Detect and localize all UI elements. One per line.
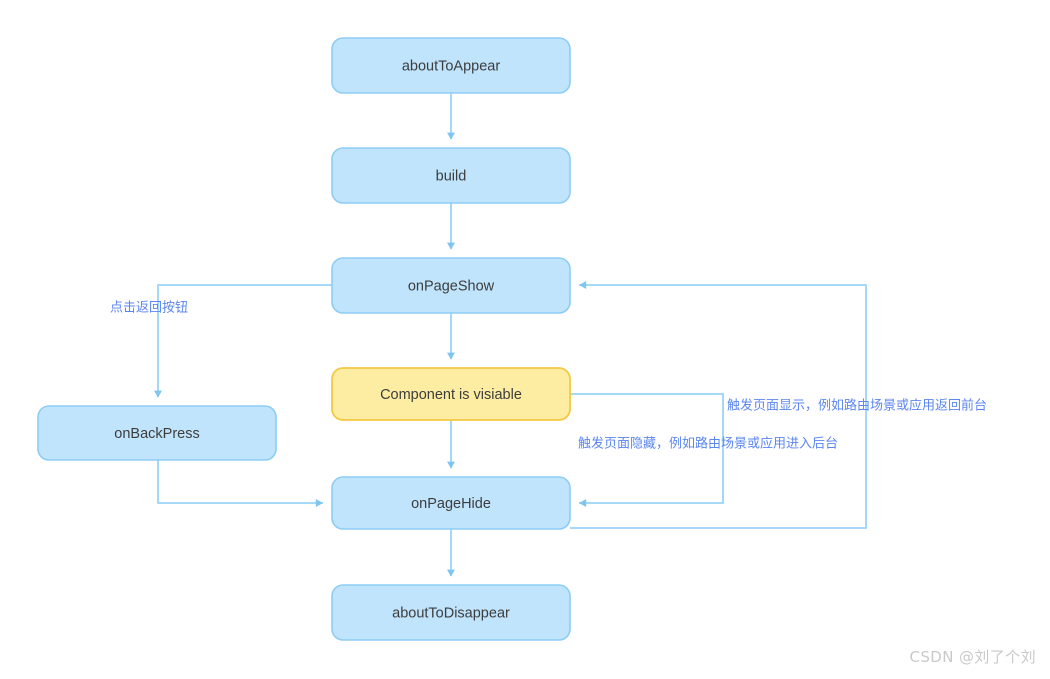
node-on-page-hide[interactable]: onPageHide (331, 476, 571, 530)
node-on-back-press[interactable]: onBackPress (37, 405, 277, 461)
node-on-back-press-box[interactable] (37, 405, 277, 461)
watermark: CSDN @刘了个刘 (909, 648, 1036, 666)
node-build-label: build (436, 168, 467, 184)
node-component-visible[interactable]: Component is visiable (331, 367, 571, 421)
edge-label-back-button: 点击返回按钮 (110, 301, 188, 316)
node-on-page-show[interactable]: onPageShow (331, 257, 571, 314)
node-about-to-disappear[interactable]: aboutToDisappear (331, 584, 571, 641)
node-on-page-hide-label: onPageHide (411, 496, 491, 512)
nodes-layer: aboutToAppear build onPageShow Component… (37, 37, 571, 641)
node-on-page-show-label: onPageShow (408, 278, 495, 294)
edge-on-back-press-to-on-page-hide (157, 460, 323, 508)
node-about-to-disappear-label: aboutToDisappear (392, 605, 510, 621)
node-about-to-disappear-box[interactable] (331, 584, 571, 641)
node-about-to-appear-box[interactable] (331, 37, 571, 94)
edge-labels-layer: 点击返回按钮 触发页面显示，例如路由场景或应用返回前台 触发页面隐藏，例如路由场… (110, 301, 987, 452)
edge-on-page-show-to-on-back-press (154, 284, 332, 398)
node-on-page-hide-box[interactable] (331, 476, 571, 530)
edge-component-visible-to-on-page-hide-loop (570, 393, 724, 508)
edge-on-page-hide-to-on-page-show-loop (570, 281, 867, 529)
node-on-page-show-box[interactable] (331, 257, 571, 314)
edge-label-page-hide: 触发页面隐藏，例如路由场景或应用进入后台 (578, 436, 838, 452)
node-component-visible-label: Component is visiable (380, 387, 522, 403)
edges-layer (154, 93, 867, 577)
edge-label-page-show: 触发页面显示，例如路由场景或应用返回前台 (727, 398, 987, 414)
node-component-visible-box[interactable] (331, 367, 571, 421)
node-about-to-appear[interactable]: aboutToAppear (331, 37, 571, 94)
node-about-to-appear-label: aboutToAppear (402, 58, 501, 74)
node-on-back-press-label: onBackPress (114, 426, 199, 442)
node-build[interactable]: build (331, 147, 571, 204)
node-build-box[interactable] (331, 147, 571, 204)
